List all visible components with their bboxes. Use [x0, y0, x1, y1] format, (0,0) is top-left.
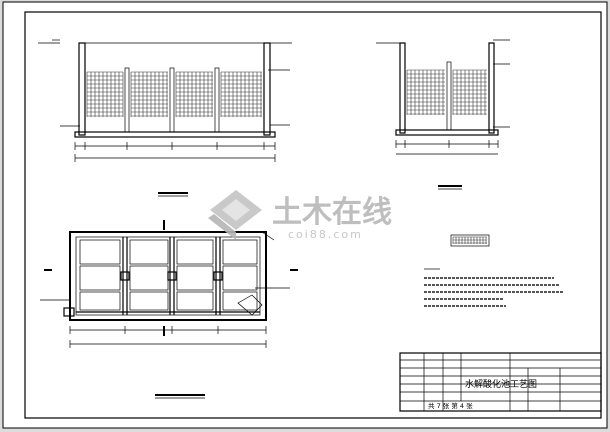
left-wall	[78, 42, 86, 136]
watermark-logo	[208, 190, 262, 240]
filler-grid-cell	[129, 239, 169, 265]
pump-3	[213, 271, 223, 281]
outlet-box	[237, 294, 263, 316]
filler-grid-cell	[176, 239, 214, 265]
baffle-2	[169, 67, 175, 133]
title-block-frame	[399, 352, 602, 412]
left-wall	[399, 42, 406, 134]
filler-grid-cell	[79, 239, 121, 265]
watermark-brand: 土木在线	[272, 195, 392, 230]
filler-grid-cell	[222, 291, 258, 311]
filler-media-a	[86, 71, 262, 117]
plan-view	[40, 220, 298, 399]
right-wall	[263, 42, 271, 136]
leader	[261, 231, 275, 241]
sheet-info: 共 7 张 第 4 张	[428, 401, 473, 410]
right-wall	[488, 42, 495, 134]
filler-grid-cell	[79, 291, 121, 311]
center-baffle	[446, 61, 452, 131]
drawing-border	[24, 11, 602, 419]
legend-box	[450, 234, 490, 247]
filler-grid-cell	[176, 265, 214, 291]
filler-media-b	[406, 69, 487, 115]
pump-1	[120, 271, 130, 281]
filler-grid-cell	[176, 291, 214, 311]
filler-grid-cell	[222, 265, 258, 291]
baffle-3	[214, 67, 220, 133]
filler-grid-cell	[79, 265, 121, 291]
filler-grid-cell	[222, 239, 258, 265]
floor-slab	[74, 131, 276, 138]
watermark: 土木在线 coi88.com	[208, 190, 392, 241]
section-b-b	[376, 39, 510, 190]
baffle-1	[124, 67, 130, 133]
notes-area	[424, 234, 564, 307]
pump-2	[167, 271, 177, 281]
filler-grid-cell	[129, 291, 169, 311]
drawing-title: 水解酸化池工艺图	[465, 378, 537, 390]
legend-hatch	[452, 236, 487, 244]
watermark-url: coi88.com	[288, 228, 363, 241]
inner-wall	[75, 236, 261, 316]
outer-wall	[69, 231, 267, 321]
notes-text-lines	[424, 277, 564, 307]
section-a-a	[38, 39, 292, 197]
inlet-pipe	[63, 307, 75, 317]
title-block: 水解酸化池工艺图 共 7 张 第 4 张	[399, 352, 602, 412]
